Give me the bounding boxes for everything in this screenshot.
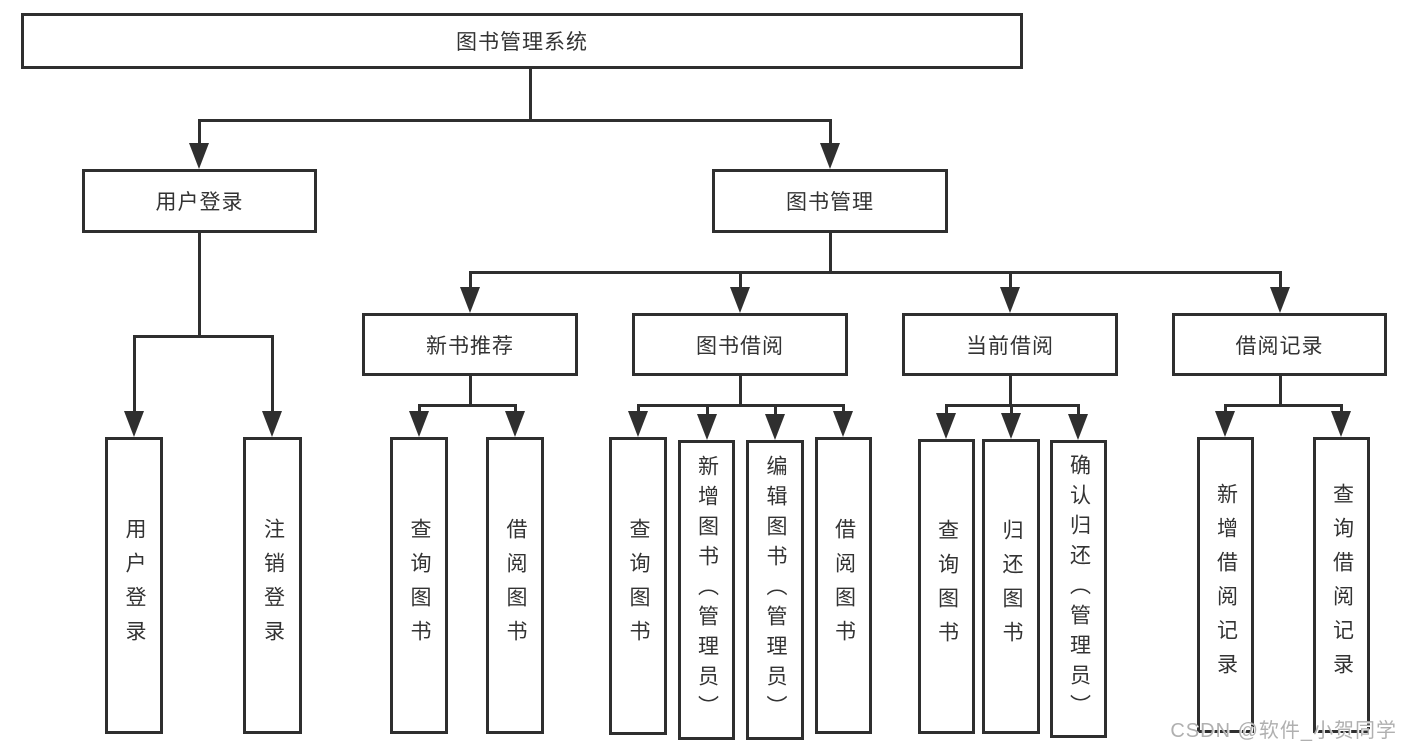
connector-level2-horizontal — [198, 119, 832, 122]
leaf-query-books-borrow: 查询图书 — [609, 437, 667, 735]
connector-user-login-stem — [198, 233, 201, 337]
connector-drop-rec-add — [1224, 404, 1227, 411]
connector-drop-book-management — [829, 119, 832, 143]
leaf-add-books-admin: 新增图书（管理员） — [678, 440, 735, 740]
connector-drop-leaf-user-login — [133, 335, 136, 411]
node-book-management: 图书管理 — [712, 169, 948, 233]
node-new-book-recommendation: 新书推荐 — [362, 313, 578, 376]
connector-drop-bb-add — [706, 404, 709, 414]
connector-drop-current-borrowing — [1009, 271, 1012, 287]
node-root-library-system: 图书管理系统 — [21, 13, 1023, 69]
leaf-add-borrow-record: 新增借阅记录 — [1197, 437, 1254, 733]
arrowhead-rec-add — [1215, 411, 1235, 437]
connector-drop-borrowing-records — [1279, 271, 1282, 287]
connector-current-borrow-stem — [1009, 376, 1012, 406]
connector-drop-new-book — [469, 271, 472, 287]
node-borrowing-records: 借阅记录 — [1172, 313, 1387, 376]
connector-drop-nb-query — [418, 404, 421, 411]
csdn-watermark: CSDN @软件_小贺同学 — [1170, 720, 1397, 742]
node-current-borrowing: 当前借阅 — [902, 313, 1118, 376]
connector-new-book-stem — [469, 376, 472, 406]
arrowhead-leaf-user-login — [124, 411, 144, 437]
connector-drop-bb-borrow — [842, 404, 845, 411]
leaf-logout: 注销登录 — [243, 437, 302, 734]
connector-records-stem — [1279, 376, 1282, 406]
arrowhead-cb-confirm — [1068, 414, 1088, 440]
connector-book-borrow-horizontal — [637, 404, 844, 407]
arrowhead-new-book — [460, 287, 480, 313]
arrowhead-current-borrowing — [1000, 287, 1020, 313]
connector-drop-leaf-logout — [271, 335, 274, 411]
leaf-edit-books-admin: 编辑图书（管理员） — [746, 440, 804, 740]
connector-root-stem — [529, 69, 532, 122]
node-user-login: 用户登录 — [82, 169, 317, 233]
connector-drop-user-login — [198, 119, 201, 143]
leaf-query-books-current: 查询图书 — [918, 439, 975, 734]
connector-records-horizontal — [1224, 404, 1342, 407]
arrowhead-leaf-logout — [262, 411, 282, 437]
arrowhead-bb-borrow — [833, 411, 853, 437]
node-book-borrowing: 图书借阅 — [632, 313, 848, 376]
leaf-borrow-books-recommend: 借阅图书 — [486, 437, 544, 734]
arrowhead-cb-return — [1001, 413, 1021, 439]
connector-drop-bb-edit — [774, 404, 777, 414]
connector-level3-horizontal — [469, 271, 1281, 274]
arrowhead-borrowing-records — [1270, 287, 1290, 313]
leaf-return-books: 归还图书 — [982, 439, 1040, 734]
connector-drop-cb-confirm — [1077, 404, 1080, 414]
arrowhead-nb-query — [409, 411, 429, 437]
connector-user-login-horizontal — [133, 335, 273, 338]
arrowhead-user-login — [189, 143, 209, 169]
arrowhead-rec-query — [1331, 411, 1351, 437]
connector-book-borrow-stem — [739, 376, 742, 406]
connector-drop-cb-query — [945, 404, 948, 413]
arrowhead-book-management — [820, 143, 840, 169]
arrowhead-book-borrowing — [730, 287, 750, 313]
connector-drop-rec-query — [1340, 404, 1343, 411]
arrowhead-bb-query — [628, 411, 648, 437]
connector-new-book-horizontal — [418, 404, 516, 407]
connector-drop-book-borrowing — [739, 271, 742, 287]
connector-book-management-stem — [829, 233, 832, 274]
leaf-user-login: 用户登录 — [105, 437, 163, 734]
arrowhead-nb-borrow — [505, 411, 525, 437]
connector-drop-bb-query — [637, 404, 640, 411]
connector-drop-cb-return — [1010, 404, 1013, 413]
connector-drop-nb-borrow — [514, 404, 517, 411]
leaf-query-borrow-record: 查询借阅记录 — [1313, 437, 1370, 733]
leaf-borrow-books: 借阅图书 — [815, 437, 872, 734]
arrowhead-bb-edit — [765, 414, 785, 440]
leaf-confirm-return-admin: 确认归还（管理员） — [1050, 440, 1107, 738]
arrowhead-bb-add — [697, 414, 717, 440]
leaf-query-books-recommend: 查询图书 — [390, 437, 448, 734]
arrowhead-cb-query — [936, 413, 956, 439]
